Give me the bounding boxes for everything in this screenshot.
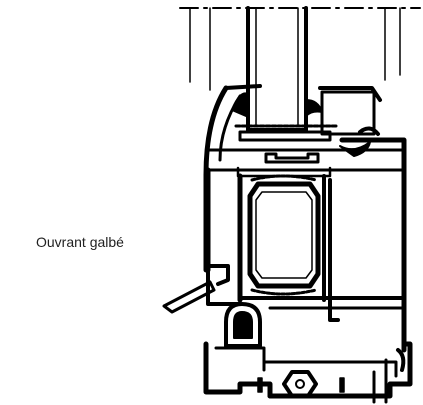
core-hatch-bottom [250,288,318,296]
frame-right-inner [328,178,340,322]
bottom-frame-inner [214,346,266,372]
bottom-hex [282,370,318,398]
bottom-hex-center [295,379,305,389]
sash-bead [238,130,332,142]
right-gasket-lower [339,141,371,157]
sash-top-rail [224,84,382,102]
bottom-frame-outer [203,341,273,399]
bottom-right-seal [396,348,406,372]
drip-hook-2 [206,268,242,306]
bottom-threshold-top [262,360,398,378]
reinforcement-core [247,181,321,289]
sash-curved-inner [218,94,242,162]
right-gasket [305,99,323,117]
lower-seal-inner [233,311,253,339]
drip-arm [162,280,216,314]
bottom-threshold [267,341,413,399]
core-hatch-top [250,174,318,182]
bottom-bolt-left [257,377,263,393]
reinforcement-core-inner [255,191,313,279]
right-small-hook [358,126,380,136]
section-caption: Ouvrant galbé [36,234,124,250]
drip-hook [208,264,230,286]
lock-channel [264,152,320,164]
frame-right-wall [339,137,407,353]
lower-seal-outer [224,302,262,348]
sash-top-chamber [320,90,376,136]
bottom-bolt-right [339,377,345,393]
